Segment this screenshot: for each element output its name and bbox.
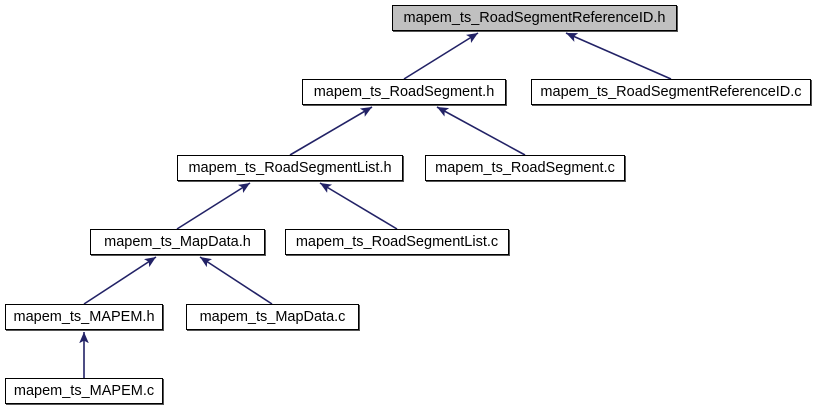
graph-edge-road_segment_list_h-to-road_segment_h [289, 106, 373, 156]
graph-node-label: mapem_ts_MAPEM.h [13, 308, 155, 325]
graph-node-label: mapem_ts_RoadSegment.h [313, 83, 495, 100]
graph-node-road_segment_list_c[interactable]: mapem_ts_RoadSegmentList.c [285, 229, 509, 255]
graph-node-label: mapem_ts_RoadSegmentList.c [295, 233, 499, 250]
graph-edge-map_data_h-to-road_segment_list_h [176, 182, 251, 230]
graph-node-map_data_c[interactable]: mapem_ts_MapData.c [186, 304, 359, 330]
graph-node-mapem_c[interactable]: mapem_ts_MAPEM.c [5, 378, 163, 404]
graph-node-road_segment_c[interactable]: mapem_ts_RoadSegment.c [425, 155, 625, 181]
graph-node-label: mapem_ts_RoadSegment.c [435, 159, 615, 176]
graph-node-road_segment_reference_id_h[interactable]: mapem_ts_RoadSegmentReferenceID.h [392, 5, 677, 31]
graph-node-label: mapem_ts_RoadSegmentList.h [188, 159, 392, 176]
graph-edge-map_data_c-to-map_data_h [199, 256, 273, 305]
graph-node-label: mapem_ts_MapData.h [104, 233, 251, 250]
graph-node-map_data_h[interactable]: mapem_ts_MapData.h [90, 229, 265, 255]
graph-node-mapem_h[interactable]: mapem_ts_MAPEM.h [5, 304, 163, 330]
graph-node-label: mapem_ts_RoadSegmentReferenceID.c [540, 83, 802, 100]
graph-edge-road_segment_h-to-road_segment_reference_id_h [403, 32, 479, 80]
graph-node-road_segment_list_h[interactable]: mapem_ts_RoadSegmentList.h [177, 155, 403, 181]
graph-edge-road_segment_reference_id_c-to-road_segment_reference_id_h [565, 32, 672, 80]
graph-node-label: mapem_ts_MapData.c [199, 308, 346, 325]
graph-node-label: mapem_ts_RoadSegmentReferenceID.h [403, 9, 666, 26]
graph-edge-mapem_h-to-map_data_h [83, 256, 157, 305]
graph-edge-road_segment_list_c-to-road_segment_list_h [319, 182, 398, 230]
graph-node-road_segment_reference_id_c[interactable]: mapem_ts_RoadSegmentReferenceID.c [531, 79, 811, 105]
graph-node-road_segment_h[interactable]: mapem_ts_RoadSegment.h [302, 79, 506, 105]
graph-node-label: mapem_ts_MAPEM.c [13, 382, 155, 399]
graph-edge-road_segment_c-to-road_segment_h [436, 106, 526, 156]
